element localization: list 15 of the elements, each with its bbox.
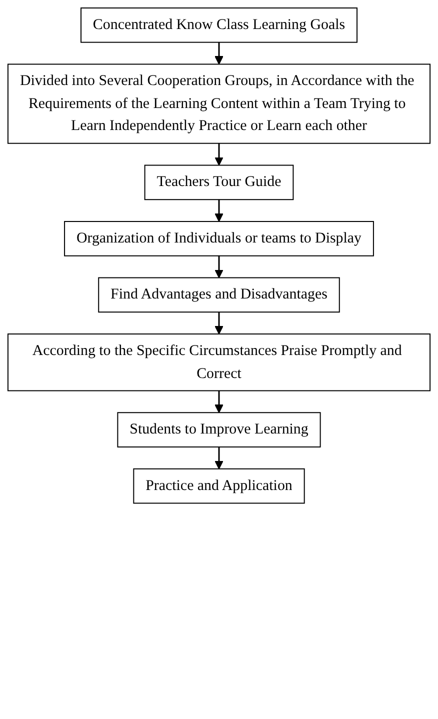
arrow: [214, 312, 224, 334]
arrow: [214, 256, 224, 278]
node-box: [7, 333, 431, 392]
arrow: [214, 446, 224, 470]
arrow: [214, 42, 224, 65]
node-box: [64, 221, 374, 256]
node-box: [80, 7, 358, 43]
node-box: [7, 64, 431, 144]
arrow: [214, 390, 224, 414]
node-box: [144, 164, 294, 200]
node-box: [133, 468, 305, 504]
node-box: [117, 412, 321, 448]
arrow: [214, 143, 224, 166]
arrow: [214, 200, 224, 222]
node-box: [98, 277, 340, 313]
